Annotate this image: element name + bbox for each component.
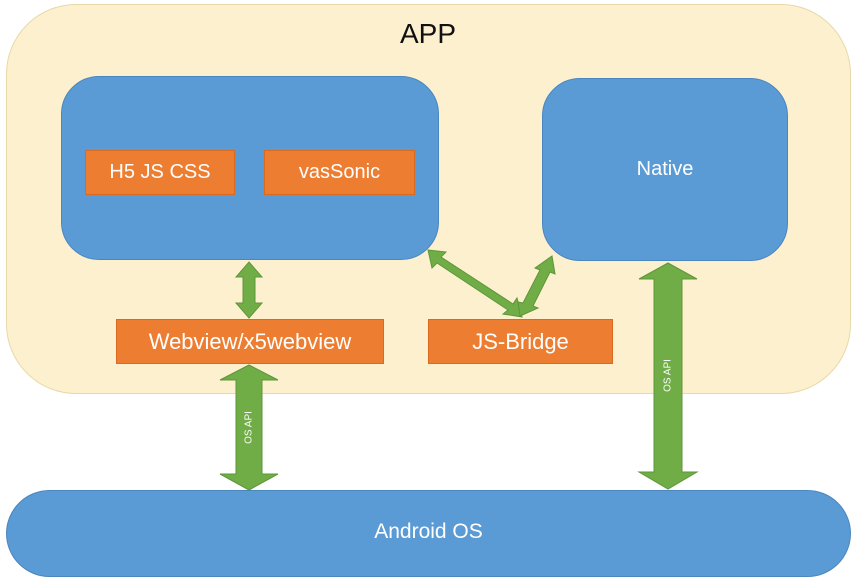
js-bridge-block: JS-Bridge [428, 319, 613, 364]
webview-android-arrow [219, 364, 279, 491]
webview-block: Webview/x5webview [116, 319, 384, 364]
android-os-bar [6, 490, 851, 577]
os-api-label-left: OS API [243, 411, 255, 444]
vassonic-block: vasSonic [264, 150, 415, 195]
android-os-label: Android OS [374, 520, 483, 543]
os-api-label-right: OS API [662, 359, 674, 392]
h5-js-css-block: H5 JS CSS [85, 150, 235, 195]
app-title: APP [399, 18, 457, 49]
h5-webview-arrow [234, 261, 264, 319]
native-label: Native [636, 158, 694, 180]
h5-jsbridge-arrow [427, 249, 523, 318]
native-android-arrow [637, 262, 699, 490]
jsbridge-native-arrow [517, 255, 556, 317]
native-container [542, 78, 788, 261]
